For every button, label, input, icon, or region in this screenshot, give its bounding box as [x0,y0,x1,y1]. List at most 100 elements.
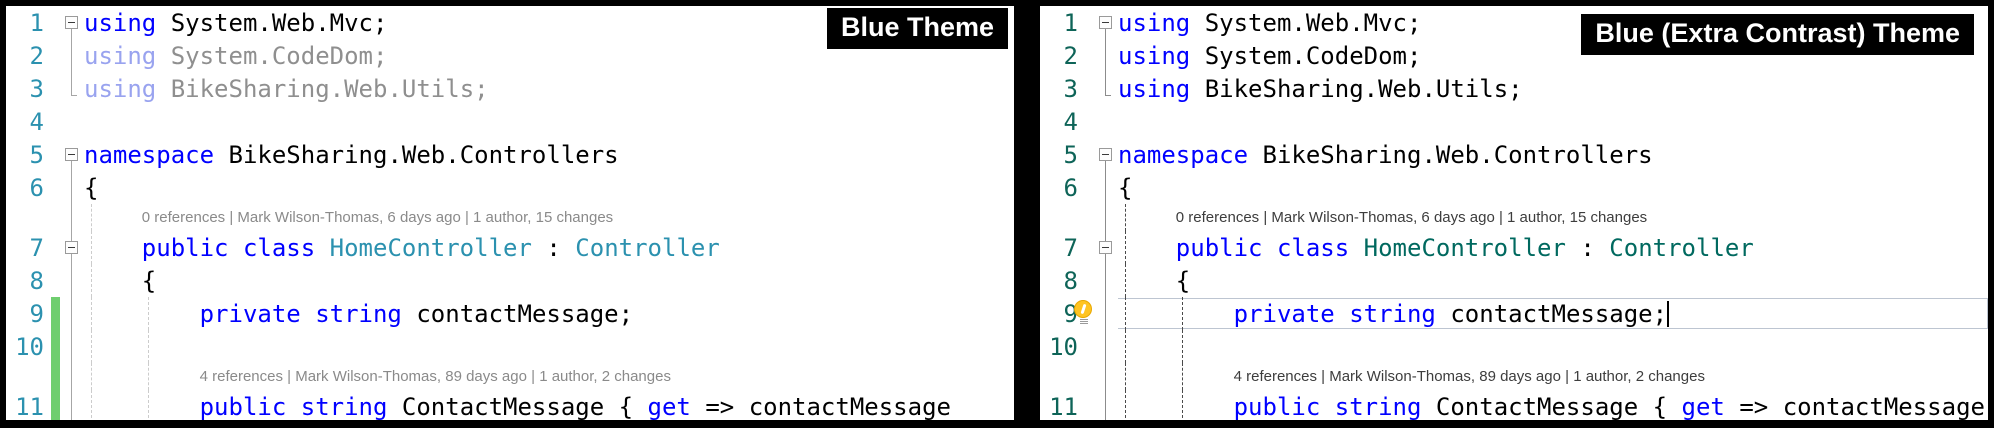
code-text[interactable] [84,105,1014,138]
code-text[interactable]: using BikeSharing.Web.Utils; [1118,72,1988,105]
codelens-cell[interactable]: 4 references | Mark Wilson-Thomas, 89 da… [84,363,1014,390]
fold-toggle-icon[interactable] [65,15,78,29]
code-text[interactable]: private string contactMessage; [1118,297,1988,330]
codelens-info[interactable]: 4 references | Mark Wilson-Thomas, 89 da… [199,368,671,385]
codelens-info[interactable]: 0 references | Mark Wilson-Thomas, 6 day… [1175,209,1648,226]
outlining-column [1094,39,1118,72]
codelens-info[interactable]: 0 references | Mark Wilson-Thomas, 6 day… [141,209,614,226]
gutter-margin [1074,297,1094,330]
fold-line [1105,264,1106,297]
code-text[interactable]: private string contactMessage; [84,297,1014,330]
line-number: 10 [15,332,44,361]
code-line: 11 public string ContactMessage { get =>… [6,390,1014,420]
token: HomeController [1363,233,1566,262]
code-text[interactable]: public class HomeController : Controller [1118,231,1988,264]
token [1118,234,1176,262]
code-text[interactable]: namespace BikeSharing.Web.Controllers [1118,138,1988,171]
line-number: 2 [1063,41,1078,70]
token: System.CodeDom; [170,41,388,70]
codelens-cell[interactable]: 0 references | Mark Wilson-Thomas, 6 day… [84,204,1014,231]
outlining-column [60,204,84,231]
code-line: 11 public string ContactMessage { get =>… [1040,390,1988,420]
indent-guide [1124,330,1126,363]
code-text[interactable]: { [1118,264,1988,297]
gutter-margin [44,264,60,297]
code-text[interactable] [1118,105,1988,138]
gutter-margin [44,204,60,231]
line-number: 11 [1049,392,1078,420]
token [84,234,142,262]
code-line: 9 private string contactMessage; [6,297,1014,330]
code-tokens: namespace BikeSharing.Web.Controllers [84,143,619,167]
indent-guide [90,264,92,297]
fold-toggle-icon[interactable] [65,147,78,161]
token: using [84,74,171,103]
outlining-column [60,105,84,138]
indent-guide [90,204,92,231]
token: private string [1233,299,1451,328]
code-tokens: using System.CodeDom; [1118,44,1421,68]
code-text[interactable]: { [84,171,1014,204]
token: contactMessage; [416,299,634,328]
outlining-column [60,390,84,420]
fold-toggle-icon[interactable] [65,240,78,254]
gutter-margin [44,39,60,72]
indent-guide [1124,297,1126,330]
code-line: 10 [6,330,1014,363]
code-text[interactable]: using System.Web.Mvc; [84,6,1014,39]
codelens-cell[interactable]: 0 references | Mark Wilson-Thomas, 6 day… [1118,204,1988,231]
token: : [531,233,576,262]
fold-toggle-icon[interactable] [1099,147,1112,161]
code-text[interactable] [1118,330,1988,363]
code-tokens: namespace BikeSharing.Web.Controllers [1118,143,1653,167]
outlining-column [1094,264,1118,297]
code-text[interactable]: using System.CodeDom; [84,39,1014,72]
indent-guide [1182,390,1184,420]
code-text[interactable]: public class HomeController : Controller [84,231,1014,264]
outlining-column [1094,171,1118,204]
token: { [1118,266,1191,295]
indent-guide [1182,363,1184,390]
gutter-margin [44,231,60,264]
code-text[interactable]: public string ContactMessage { get => co… [84,390,1014,420]
outlining-column [60,297,84,330]
code-text[interactable] [84,330,1014,363]
code-line: 6{ [6,171,1014,204]
outlining-column [1094,204,1118,231]
code-text[interactable]: using BikeSharing.Web.Utils; [84,72,1014,105]
code-tokens: { [1118,176,1132,200]
code-text[interactable]: { [84,264,1014,297]
gutter-margin [44,6,60,39]
code-line: 2 using System.CodeDom; [1040,39,1988,72]
indent-guide [1182,297,1184,330]
code-tokens: public class HomeController : Controller [1118,236,1754,260]
token: BikeSharing.Web.Utils; [170,74,489,103]
line-number: 5 [1063,140,1078,169]
fold-toggle-icon[interactable] [1099,240,1112,254]
gutter-margin [44,138,60,171]
code-text[interactable]: public string ContactMessage { get => co… [1118,390,1988,420]
code-text[interactable]: { [1118,171,1988,204]
indent-guide [90,390,92,420]
token [84,393,200,421]
outlining-column [60,72,84,105]
indent-guide [148,297,150,330]
code-text[interactable]: namespace BikeSharing.Web.Controllers [84,138,1014,171]
line-number: 8 [29,266,44,295]
token: using [1118,41,1205,70]
code-text[interactable]: using System.Web.Mvc; [1118,6,1988,39]
token: System.CodeDom; [1204,41,1422,70]
code-text[interactable]: using System.CodeDom; [1118,39,1988,72]
codelens-info[interactable]: 4 references | Mark Wilson-Thomas, 89 da… [1233,368,1705,385]
token: using [84,41,171,70]
token: : [1565,233,1610,262]
codelens-cell[interactable]: 4 references | Mark Wilson-Thomas, 89 da… [1118,363,1988,390]
token: public string [199,392,402,420]
gutter-margin [1078,204,1094,231]
lightbulb-icon[interactable] [1074,300,1094,326]
fold-toggle-icon[interactable] [1099,15,1112,29]
